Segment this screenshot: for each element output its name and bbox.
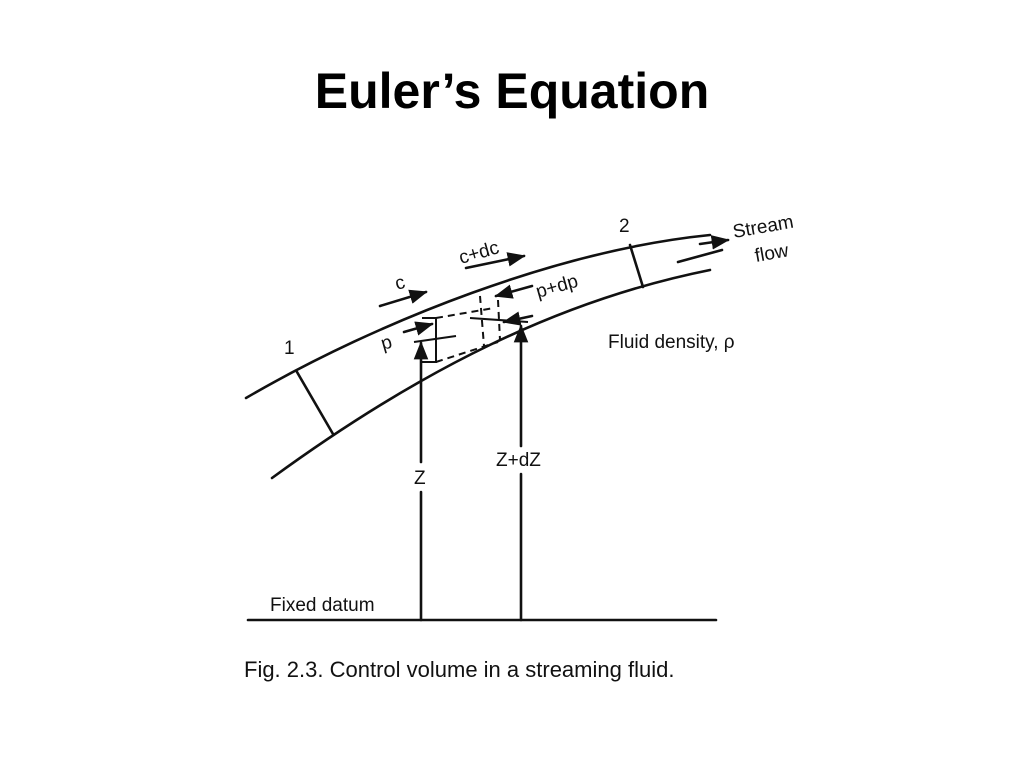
station-1-label: 1 [284,338,295,359]
control-element [422,317,437,363]
velocity-out-arrow [464,252,526,270]
fluid-density-label: Fluid density, ρ [608,332,735,353]
velocity-in-label: c [393,272,408,295]
station-2-label: 2 [619,216,630,237]
pressure-out-label: p+dp [534,271,581,303]
height-z-label: Z [414,468,426,489]
element-tick-left [413,335,457,343]
height-zdz-label: Z+dZ [496,450,541,471]
station-2-line [628,243,645,289]
element-tick-right [469,317,529,323]
slide-title: Euler’s Equation [314,63,710,119]
figure-caption-text: 2.3. Control volume in a streaming fluid… [281,657,675,682]
stream-flow-arrow-lower [676,248,724,264]
pressure-in-arrow [402,321,434,336]
stream-tube-lower-wall [270,268,712,480]
stream-flow-label-line1: Stream [731,212,795,243]
datum-label: Fixed datum [270,595,375,616]
station-1-line [295,370,335,436]
stream-tube-upper-wall [244,233,712,400]
pressure-out-arrow [494,284,534,299]
pressure-in-label: p [379,332,395,355]
velocity-in-arrow [378,289,428,308]
control-element-dashed [435,295,501,363]
stream-flow-arrow-upper [698,235,730,250]
figure-caption: Fig. 2.3. Control volume in a streaming … [244,657,674,682]
figure-caption-prefix: Fig. [244,657,281,682]
stream-flow-label-line2: flow [753,240,790,267]
